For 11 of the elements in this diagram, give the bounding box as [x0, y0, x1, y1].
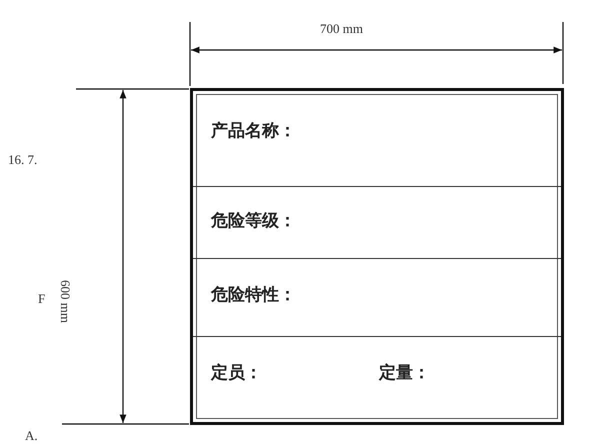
page-text: 16. 7. [8, 152, 38, 167]
field-label: 定员： [211, 363, 262, 383]
dimension-label: 600 mm [58, 280, 73, 323]
field-label: 定量： [379, 363, 430, 383]
field-label: 危险等级： [211, 211, 296, 231]
dimension-label: 700 mm [320, 21, 363, 36]
field-label: 危险特性： [211, 285, 296, 305]
page-text: F [38, 291, 46, 306]
field-label: 产品名称： [211, 121, 296, 141]
sign-board [190, 88, 564, 425]
page-text: A. [25, 428, 38, 443]
